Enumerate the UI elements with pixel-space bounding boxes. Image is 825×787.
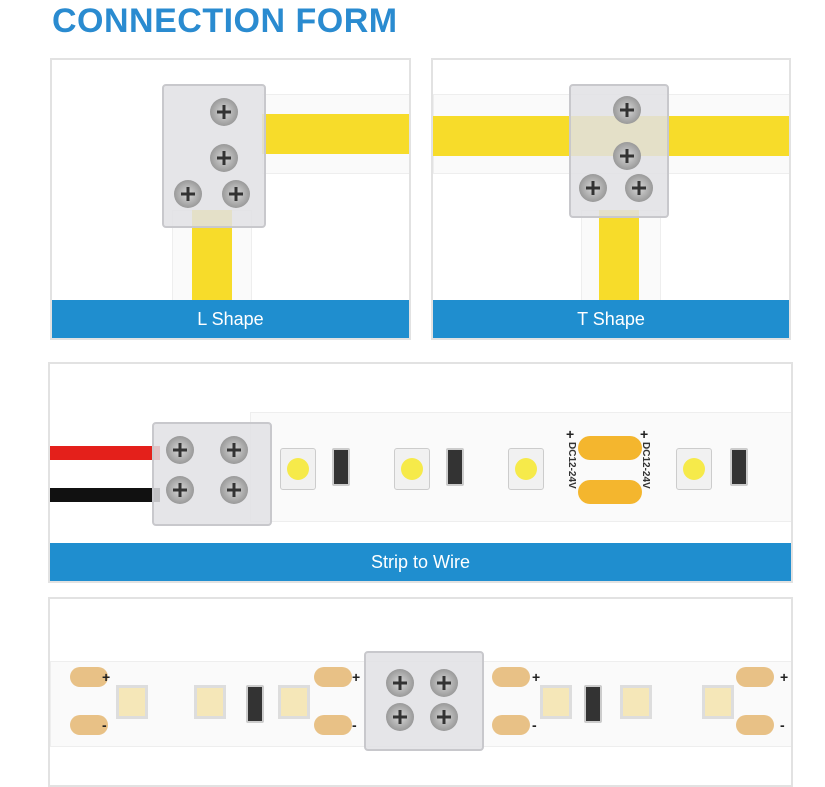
- solder-pad: [70, 715, 108, 735]
- screw-icon: [210, 98, 238, 126]
- led-strip-vertical: [599, 210, 639, 310]
- wire-connector: [152, 422, 272, 526]
- strip-connector: [364, 651, 484, 751]
- solder-pad: [736, 715, 774, 735]
- plus-sign: +: [352, 669, 361, 685]
- resistor: [584, 685, 602, 723]
- plus-sign: +: [640, 426, 649, 442]
- red-wire: [50, 446, 160, 460]
- solder-pad: [492, 715, 530, 735]
- led-chip: [702, 685, 734, 719]
- screw-icon: [166, 476, 194, 504]
- screw-icon: [386, 703, 414, 731]
- solder-pad: [578, 480, 642, 504]
- solder-pad: [492, 667, 530, 687]
- strip-to-wire-panel: + DC12-24V + DC12-24V Strip to Wire: [48, 362, 793, 583]
- resistor: [446, 448, 464, 486]
- solder-pad: [314, 715, 352, 735]
- plus-sign: +: [532, 669, 541, 685]
- voltage-label: DC12-24V: [640, 442, 651, 489]
- screw-icon: [174, 180, 202, 208]
- screw-icon: [625, 174, 653, 202]
- black-wire: [50, 488, 160, 502]
- led-chip: [508, 448, 544, 490]
- screw-icon: [613, 142, 641, 170]
- minus-sign: -: [532, 717, 537, 733]
- led-chip: [116, 685, 148, 719]
- screw-icon: [222, 180, 250, 208]
- l-shape-panel: L Shape: [50, 58, 411, 340]
- led-chip: [620, 685, 652, 719]
- resistor: [730, 448, 748, 486]
- led-chip: [394, 448, 430, 490]
- l-shape-caption: L Shape: [52, 300, 409, 338]
- resistor: [332, 448, 350, 486]
- solder-pad: [314, 667, 352, 687]
- led-chip: [194, 685, 226, 719]
- minus-sign: -: [780, 717, 785, 733]
- led-chip: [278, 685, 310, 719]
- screw-icon: [166, 436, 194, 464]
- led-chip: [676, 448, 712, 490]
- screw-icon: [220, 436, 248, 464]
- strip-to-wire-caption: Strip to Wire: [50, 543, 791, 581]
- screw-icon: [579, 174, 607, 202]
- minus-sign: -: [102, 717, 107, 733]
- voltage-label: DC12-24V: [566, 442, 577, 489]
- plus-sign: +: [102, 669, 111, 685]
- led-chip: [540, 685, 572, 719]
- page-title: CONNECTION FORM: [52, 2, 398, 40]
- screw-icon: [386, 669, 414, 697]
- screw-icon: [430, 669, 458, 697]
- plus-sign: +: [780, 669, 789, 685]
- strip-to-strip-panel: + - + - + - + -: [48, 597, 793, 787]
- minus-sign: -: [352, 717, 357, 733]
- plus-sign: +: [566, 426, 575, 442]
- resistor: [246, 685, 264, 723]
- screw-icon: [430, 703, 458, 731]
- screw-icon: [220, 476, 248, 504]
- led-strip-horizontal: [262, 114, 409, 154]
- led-chip: [280, 448, 316, 490]
- solder-pad: [736, 667, 774, 687]
- t-shape-caption: T Shape: [433, 300, 789, 338]
- solder-pad: [578, 436, 642, 460]
- t-shape-panel: T Shape: [431, 58, 791, 340]
- screw-icon: [210, 144, 238, 172]
- screw-icon: [613, 96, 641, 124]
- solder-pad: [70, 667, 108, 687]
